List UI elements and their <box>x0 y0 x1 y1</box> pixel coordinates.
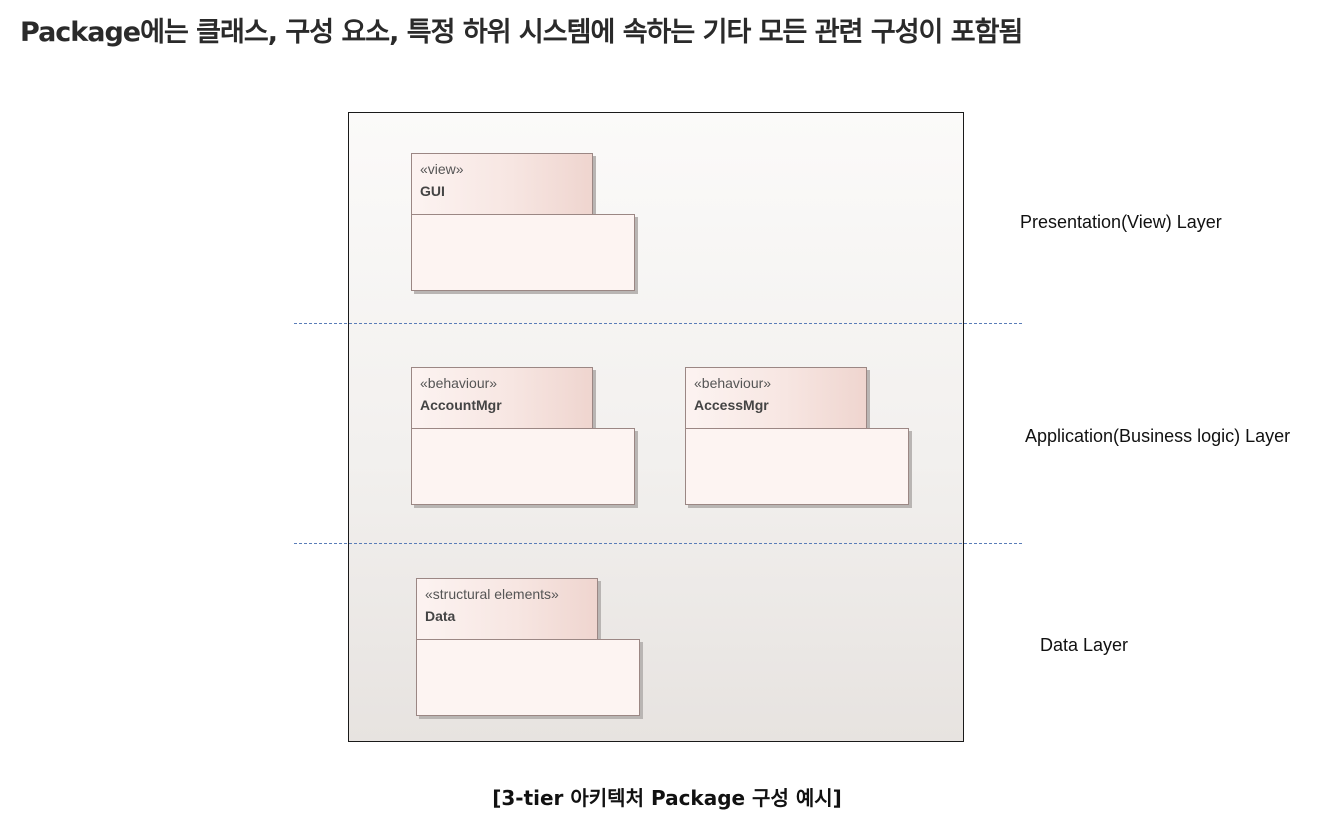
package-accountmgr[interactable]: «behaviour» AccountMgr <box>411 367 637 507</box>
figure-caption: [3-tier 아키텍처 Package 구성 예시] <box>492 786 842 810</box>
package-name: Data <box>425 608 456 624</box>
package-stereotype: «behaviour» <box>420 375 498 391</box>
package-name: AccessMgr <box>694 397 769 413</box>
package-body <box>416 639 640 716</box>
layer-label-presentation: Presentation(View) Layer <box>1020 212 1222 232</box>
package-stereotype: «view» <box>420 161 464 177</box>
package-name: AccountMgr <box>420 397 502 413</box>
layer-divider-top <box>294 323 1022 324</box>
layer-label-data: Data Layer <box>1040 635 1129 655</box>
package-gui[interactable]: «view» GUI <box>411 153 637 293</box>
package-tab: «structural elements» Data <box>416 578 598 640</box>
package-data[interactable]: «structural elements» Data <box>416 578 642 718</box>
package-name: GUI <box>420 183 445 199</box>
package-stereotype: «structural elements» <box>425 586 559 602</box>
package-accessmgr[interactable]: «behaviour» AccessMgr <box>685 367 911 507</box>
package-tab: «behaviour» AccountMgr <box>411 367 593 429</box>
package-tab: «view» GUI <box>411 153 593 215</box>
page-heading: Package에는 클래스, 구성 요소, 특정 하위 시스템에 속하는 기타 … <box>20 17 1023 48</box>
layer-label-application: Application(Business logic) Layer <box>1025 426 1291 446</box>
layer-divider-bottom <box>294 543 1022 544</box>
package-body <box>685 428 909 505</box>
package-body <box>411 428 635 505</box>
package-stereotype: «behaviour» <box>694 375 772 391</box>
package-body <box>411 214 635 291</box>
package-tab: «behaviour» AccessMgr <box>685 367 867 429</box>
